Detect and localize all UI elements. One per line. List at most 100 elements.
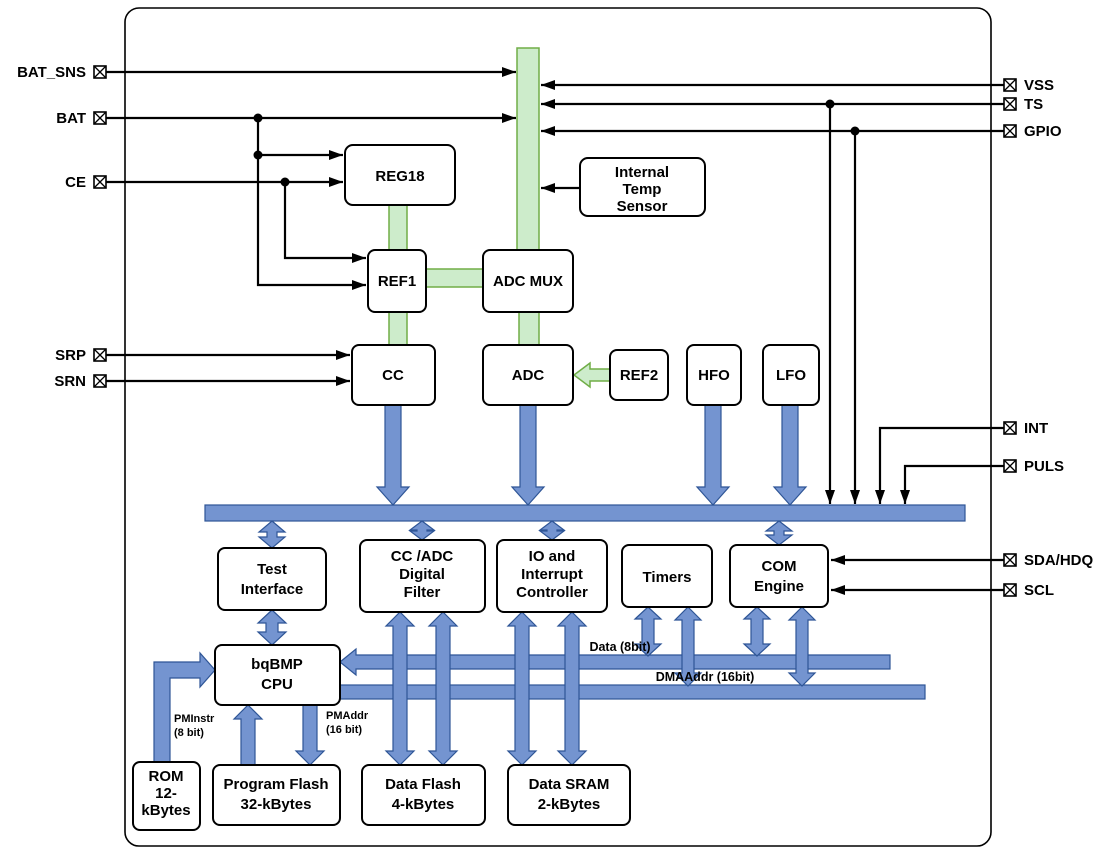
pin-symbol-bat bbox=[93, 111, 107, 125]
block-adc: ADC bbox=[482, 344, 574, 406]
data-sram-line2: 2-kBytes bbox=[538, 796, 601, 813]
pin-label-bat: BAT bbox=[56, 110, 86, 127]
pin-label-srp: SRP bbox=[55, 347, 86, 364]
pin-symbol-vss bbox=[1003, 78, 1017, 92]
pin-symbol-puls bbox=[1003, 459, 1017, 473]
blocks: REG18 Internal Temp Sensor REF1 ADC MUX … bbox=[132, 144, 829, 831]
pin-label-sda-hdq: SDA/HDQ bbox=[1024, 552, 1094, 569]
digital-filter-line1: CC /ADC bbox=[391, 548, 454, 565]
ref1-label: REF1 bbox=[378, 273, 416, 290]
pin-label-bat-sns: BAT_SNS bbox=[17, 64, 86, 81]
program-flash-line1: Program Flash bbox=[223, 776, 328, 793]
test-interface-line2: Interface bbox=[241, 581, 304, 598]
pin-label-vss: VSS bbox=[1024, 77, 1054, 94]
block-cpu: bqBMP CPU bbox=[214, 644, 341, 706]
data-sram-line1: Data SRAM bbox=[529, 776, 610, 793]
pminstr-label-line1: PMInstr bbox=[174, 713, 215, 725]
pin-label-ce: CE bbox=[65, 174, 86, 191]
data-bus-label: Data (8bit) bbox=[589, 640, 650, 654]
pin-symbol-scl bbox=[1003, 583, 1017, 597]
signal-wires bbox=[106, 67, 1004, 595]
wire-puls-to-bus bbox=[900, 464, 1004, 504]
pin-symbol-bat-sns bbox=[93, 65, 107, 79]
junction-dot bbox=[850, 126, 860, 136]
block-rom: ROM 12- kBytes bbox=[132, 761, 201, 831]
pmaddr-label-line2: (16 bit) bbox=[326, 724, 362, 736]
block-program-flash: Program Flash 32-kBytes bbox=[212, 764, 341, 826]
io-interrupt-line3: Controller bbox=[516, 584, 588, 601]
adc-mux-input-column bbox=[516, 47, 540, 252]
data-bus bbox=[339, 647, 891, 677]
junction-dot bbox=[825, 99, 835, 109]
temp-sensor-line1: Internal bbox=[615, 164, 669, 181]
pin-symbol-srp bbox=[93, 348, 107, 362]
timers-label: Timers bbox=[643, 569, 692, 586]
pin-label-srn: SRN bbox=[54, 373, 86, 390]
pin-symbols bbox=[93, 65, 1017, 597]
block-test-interface: Test Interface bbox=[217, 547, 327, 611]
pin-label-int: INT bbox=[1024, 420, 1048, 437]
block-ref1: REF1 bbox=[367, 249, 427, 313]
pin-symbol-gpio bbox=[1003, 124, 1017, 138]
data-flash-line1: Data Flash bbox=[385, 776, 461, 793]
block-data-sram: Data SRAM 2-kBytes bbox=[507, 764, 631, 826]
block-io-interrupt: IO and Interrupt Controller bbox=[496, 539, 608, 613]
block-com-engine: COM Engine bbox=[729, 544, 829, 608]
bus-routing bbox=[153, 404, 966, 766]
pin-labels: BAT_SNS BAT CE SRP SRN VSS TS GPIO INT P… bbox=[17, 64, 1093, 599]
lfo-to-bus-arrow bbox=[772, 404, 808, 506]
io-interrupt-line2: Interrupt bbox=[521, 566, 583, 583]
ref1-cc-link bbox=[388, 310, 408, 347]
pminstr-label-line2: (8 bit) bbox=[174, 727, 204, 739]
rom-line2: 12- bbox=[155, 785, 177, 802]
ref2-label: REF2 bbox=[620, 367, 658, 384]
pin-label-puls: PULS bbox=[1024, 458, 1064, 475]
adc-to-bus-arrow bbox=[510, 404, 546, 506]
ref1-adcmux-link bbox=[425, 268, 484, 288]
wire-ce-to-ref1 bbox=[283, 182, 366, 263]
rom-line1: ROM bbox=[149, 768, 184, 785]
junction-dot bbox=[253, 150, 263, 160]
hfo-to-bus-arrow bbox=[695, 404, 731, 506]
com-dmabus-arrow bbox=[787, 606, 817, 687]
cpu-line2: CPU bbox=[261, 676, 293, 693]
main-bus bbox=[204, 504, 966, 522]
timers-databus-arrow bbox=[633, 606, 663, 657]
pin-label-gpio: GPIO bbox=[1024, 123, 1062, 140]
timers-dmabus-arrow bbox=[673, 606, 703, 687]
adc-mux-label: ADC MUX bbox=[493, 273, 563, 290]
temp-sensor-line2: Temp bbox=[623, 181, 662, 198]
wire-int-to-bus bbox=[875, 426, 1004, 504]
bus-labels: Data (8bit) DMAAddr (16bit) PMInstr (8 b… bbox=[174, 640, 754, 739]
block-reg18: REG18 bbox=[344, 144, 456, 206]
adcmux-adc-link bbox=[518, 310, 540, 347]
rom-line3: kBytes bbox=[141, 802, 190, 819]
pin-label-ts: TS bbox=[1024, 96, 1043, 113]
cpu-line1: bqBMP bbox=[251, 656, 303, 673]
reg18-label: REG18 bbox=[375, 168, 424, 185]
junction-dot bbox=[253, 113, 263, 123]
block-lfo: LFO bbox=[762, 344, 820, 406]
pin-symbol-ts bbox=[1003, 97, 1017, 111]
test-interface-line1: Test bbox=[257, 561, 287, 578]
hfo-label: HFO bbox=[698, 367, 730, 384]
pin-symbol-ce bbox=[93, 175, 107, 189]
reg18-ref1-link bbox=[388, 203, 408, 252]
block-ref2: REF2 bbox=[609, 349, 669, 401]
dma-bus bbox=[339, 684, 926, 700]
io-interrupt-line1: IO and bbox=[529, 548, 576, 565]
block-timers: Timers bbox=[621, 544, 713, 608]
lfo-label: LFO bbox=[776, 367, 806, 384]
com-engine-line2: Engine bbox=[754, 578, 804, 595]
pin-symbol-srn bbox=[93, 374, 107, 388]
digital-filter-line3: Filter bbox=[404, 584, 441, 601]
block-adc-mux: ADC MUX bbox=[482, 249, 574, 313]
block-cc: CC bbox=[351, 344, 436, 406]
pin-symbol-int bbox=[1003, 421, 1017, 435]
analog-routing bbox=[388, 47, 612, 389]
pin-label-scl: SCL bbox=[1024, 582, 1054, 599]
program-flash-line2: 32-kBytes bbox=[241, 796, 312, 813]
rom-cpu-arrow bbox=[153, 651, 216, 763]
